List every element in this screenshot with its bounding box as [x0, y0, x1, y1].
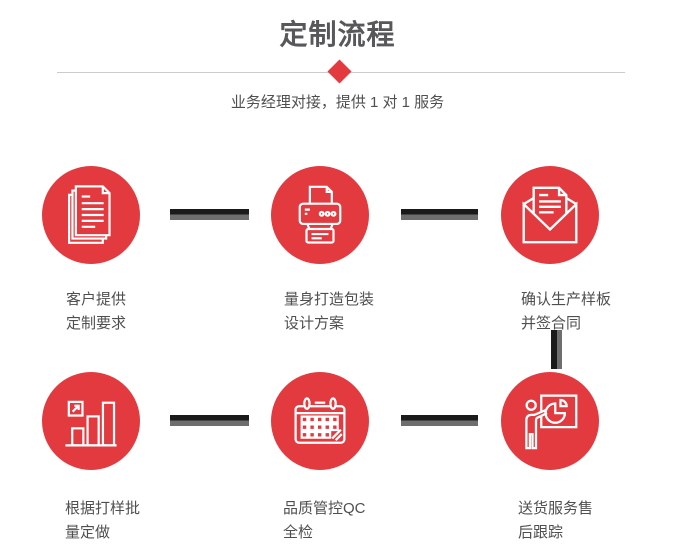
step-label-4: 根据打样批 量定做: [65, 497, 140, 545]
step-label-6: 送货服务售 后跟踪: [518, 497, 593, 545]
step-label-3: 确认生产样板 并签合同: [521, 288, 611, 336]
connector-step5-step6: [401, 415, 478, 426]
step-label-line2: 设计方案: [284, 315, 345, 332]
step-circle-3: [501, 166, 599, 264]
step-label-line1: 客户提供: [66, 291, 127, 308]
connector-step4-step5: [170, 415, 249, 426]
step-circle-5: [271, 372, 369, 470]
step-label-line2: 量定做: [65, 524, 111, 541]
page-title: 定制流程: [279, 19, 396, 50]
step-label-1: 客户提供 定制要求: [66, 288, 126, 336]
connector-step2-step3: [401, 209, 478, 220]
connector-step3-step6: [551, 330, 562, 369]
presentation-icon: [525, 394, 578, 450]
step-label-line2: 定制要求: [66, 315, 127, 332]
step-circle-4: [42, 372, 140, 470]
step-label-line1: 送货服务售: [518, 500, 594, 517]
step-label-line2: 并签合同: [521, 315, 582, 332]
printer-icon: [298, 185, 342, 244]
connector-step1-step2: [170, 209, 249, 220]
step-label-line1: 根据打样批: [65, 500, 141, 517]
documents-icon: [68, 185, 111, 244]
step-label-2: 量身打造包装 设计方案: [284, 288, 374, 336]
calendar-icon: [294, 397, 346, 444]
step-label-line1: 确认生产样板: [521, 291, 612, 308]
step-circle-1: [42, 166, 140, 264]
page-subtitle: 业务经理对接，提供 1 对 1 服务: [230, 94, 445, 111]
step-label-line1: 量身打造包装: [284, 291, 375, 308]
bar-chart-icon: [65, 400, 117, 446]
step-label-line2: 后跟踪: [518, 524, 564, 541]
step-circle-2: [271, 166, 369, 264]
step-label-line2: 全检: [283, 524, 314, 541]
step-label-5: 品质管控QC 全检: [283, 497, 366, 545]
envelope-letter-icon: [522, 186, 578, 244]
diamond-ornament: [327, 59, 352, 84]
step-label-line1: 品质管控QC: [283, 500, 366, 517]
step-circle-6: [501, 372, 599, 470]
